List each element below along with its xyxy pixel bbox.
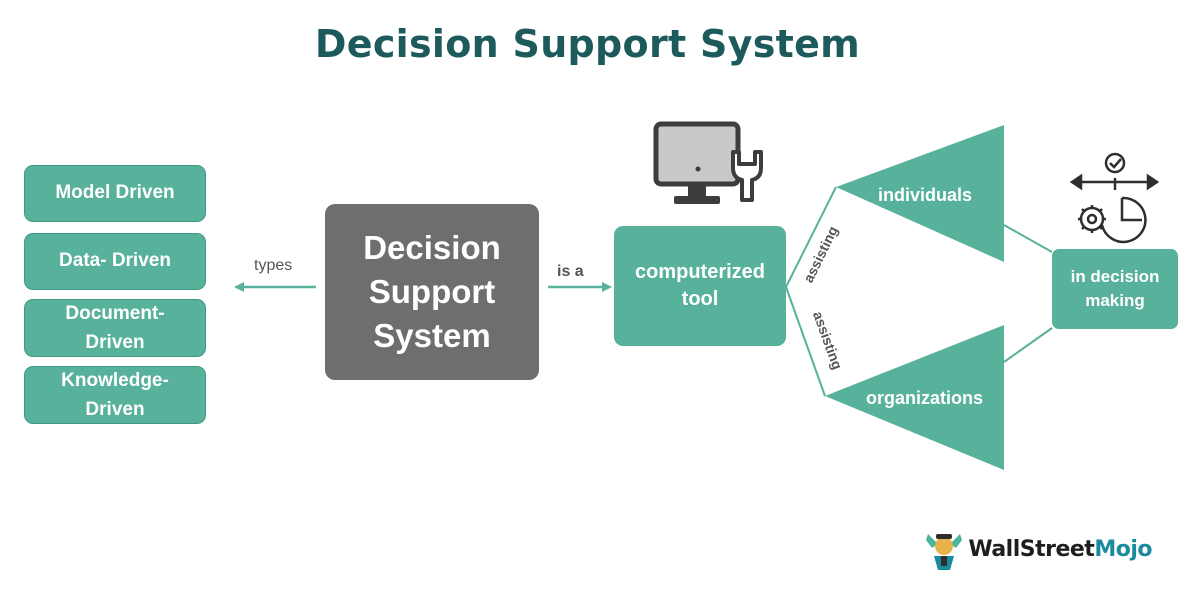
center-line-3: System xyxy=(373,317,491,355)
center-line-2: Support xyxy=(368,272,496,310)
wallstreetmojo-mascot-icon xyxy=(926,534,962,570)
computerized-tool-box: computerized tool xyxy=(614,226,786,346)
logo-text: WallStreetMojo xyxy=(968,537,1152,562)
type-document-driven: Document- Driven xyxy=(24,299,206,357)
type-model-driven: Model Driven xyxy=(24,165,206,222)
page-title: Decision Support System xyxy=(314,22,861,66)
tool-line-2: tool xyxy=(681,288,719,310)
type-data-driven: Data- Driven xyxy=(24,233,206,290)
organizations-label: organizations xyxy=(866,388,984,408)
decision-support-system-box: Decision Support System xyxy=(325,204,539,380)
individuals-to-outcome-line xyxy=(1003,224,1053,253)
logo-part-mojo: Mojo xyxy=(1094,536,1152,562)
decision-making-box: in decision making xyxy=(1052,249,1178,329)
types-label: types xyxy=(254,257,293,274)
branch-lower-line xyxy=(785,286,826,397)
individuals-triangle xyxy=(836,125,1004,262)
branch-upper-line xyxy=(785,186,837,288)
tool-line-1: computerized xyxy=(634,261,766,283)
decision-arrows-gear-chart-icon xyxy=(1069,152,1160,244)
organizations-to-outcome-line xyxy=(1003,327,1053,363)
outcome-line-1: in decision xyxy=(1070,267,1160,287)
type-label: Knowledge- Driven xyxy=(61,369,169,420)
outcome-line-2: making xyxy=(1085,291,1145,310)
center-line-1: Decision xyxy=(363,228,501,266)
wallstreetmojo-logo: WallStreetMojo xyxy=(922,524,1152,574)
logo-part-wallstreet: WallStreet xyxy=(968,536,1095,562)
type-label: Document- Driven xyxy=(65,302,165,353)
individuals-label: individuals xyxy=(878,185,973,205)
type-knowledge-driven: Knowledge- Driven xyxy=(24,366,206,424)
is-a-label: is a xyxy=(557,263,584,280)
type-label: Model Driven xyxy=(55,182,175,204)
computer-wrench-icon xyxy=(653,121,763,204)
organizations-triangle xyxy=(825,325,1004,470)
type-label: Data- Driven xyxy=(59,250,171,272)
